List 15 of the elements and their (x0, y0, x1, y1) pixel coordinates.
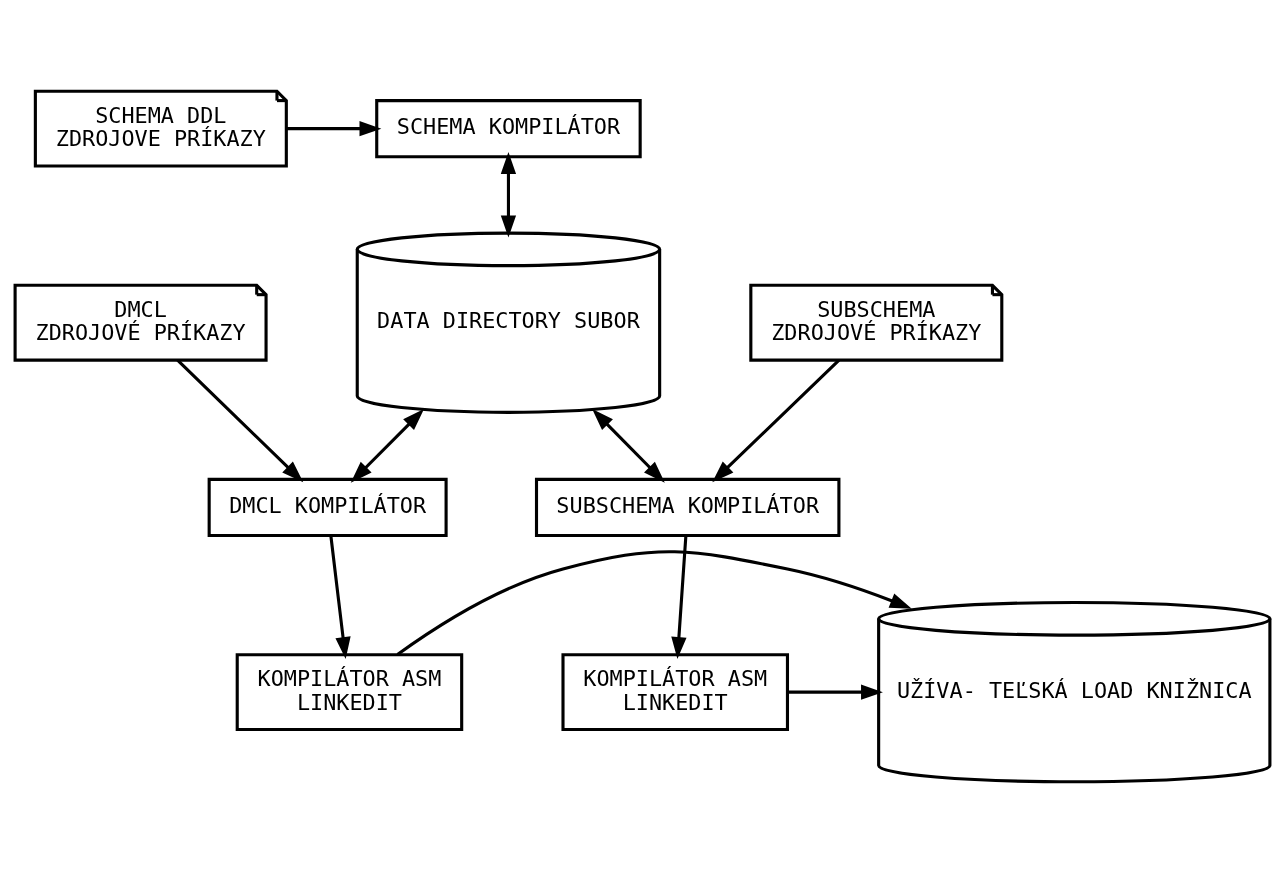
arrow (671, 535, 688, 659)
arrow (712, 358, 841, 482)
node-box: KOMPILÁTOR ASM LINKEDIT (561, 652, 789, 731)
node-box: KOMPILÁTOR ASM LINKEDIT (235, 652, 464, 731)
arrow (286, 120, 382, 136)
arrow (788, 684, 883, 700)
arrow (176, 358, 304, 482)
arrow (329, 535, 351, 659)
arrow (350, 408, 425, 483)
node-box: DMCL KOMPILÁTOR (207, 477, 448, 537)
arrow (592, 408, 665, 483)
node-box: SUBSCHEMA KOMPILÁTOR (534, 477, 841, 537)
arrow (500, 151, 517, 237)
node-box: SCHEMA KOMPILÁTOR (375, 98, 642, 158)
arrow (396, 549, 912, 656)
